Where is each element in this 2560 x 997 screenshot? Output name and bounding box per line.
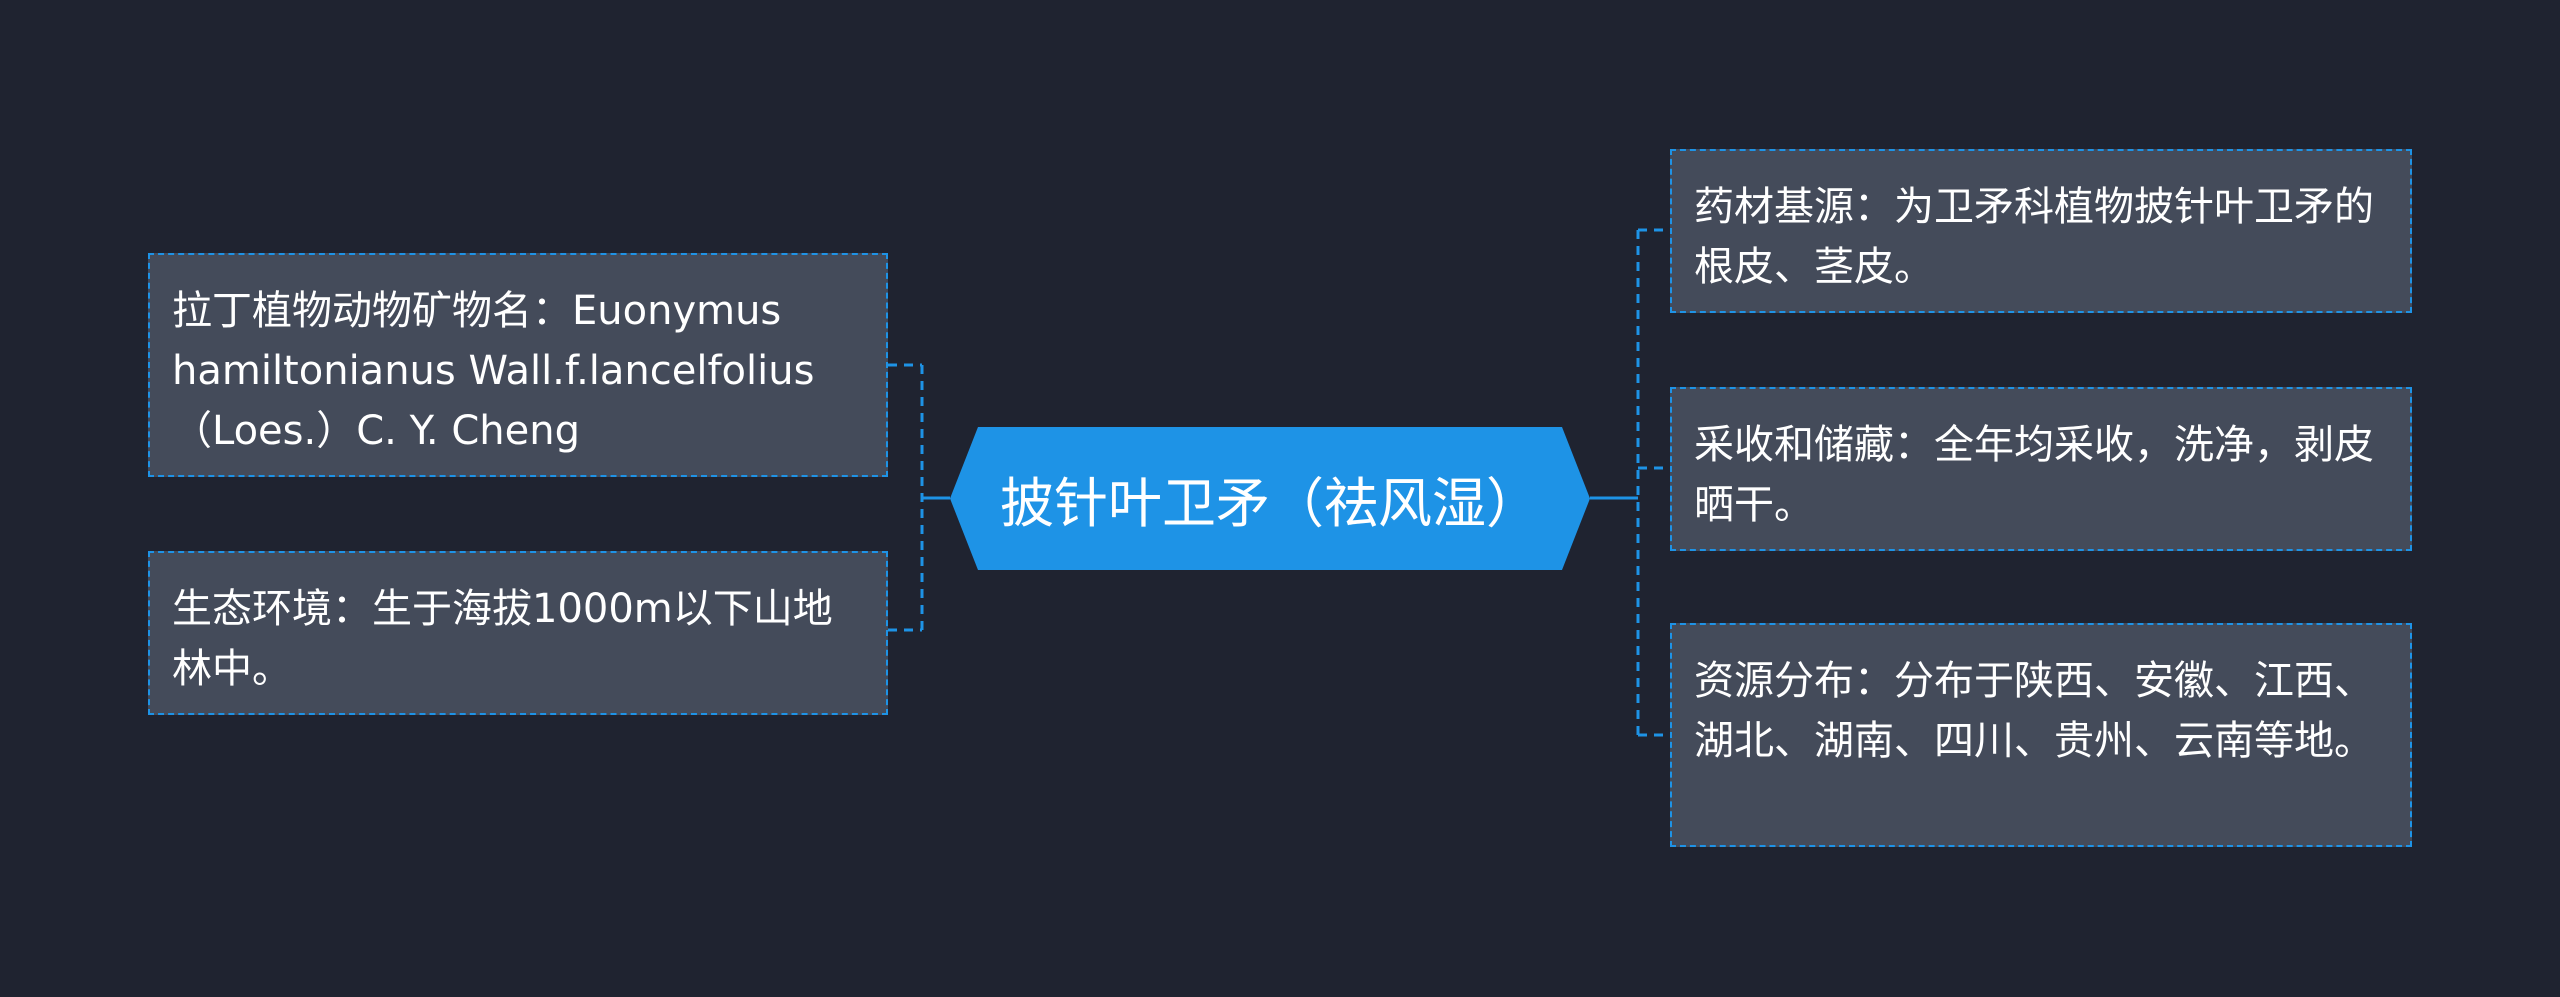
root-topic-label: 披针叶卫矛（祛风湿） [1000, 472, 1540, 535]
left-topic-latin-name-text: 拉丁植物动物矿物名：Euonymus hamiltonianus Wall.f.… [172, 288, 815, 454]
right-topic-source[interactable]: 药材基源：为卫矛科植物披针叶卫矛的根皮、茎皮。 [1670, 149, 2412, 313]
left-topic-habitat-text: 生态环境：生于海拔1000m以下山地林中。 [172, 586, 833, 692]
root-topic[interactable]: 披针叶卫矛（祛风湿） [950, 427, 1590, 570]
left-topic-habitat[interactable]: 生态环境：生于海拔1000m以下山地林中。 [148, 551, 888, 715]
right-topic-distribution[interactable]: 资源分布：分布于陕西、安徽、江西、湖北、湖南、四川、贵州、云南等地。 [1670, 623, 2412, 847]
right-topic-harvest-storage[interactable]: 采收和储藏：全年均采收，洗净，剥皮晒干。 [1670, 387, 2412, 551]
right-topic-source-text: 药材基源：为卫矛科植物披针叶卫矛的根皮、茎皮。 [1694, 184, 2374, 290]
right-topic-harvest-storage-text: 采收和储藏：全年均采收，洗净，剥皮晒干。 [1694, 422, 2374, 528]
left-topic-latin-name[interactable]: 拉丁植物动物矿物名：Euonymus hamiltonianus Wall.f.… [148, 253, 888, 477]
right-topic-distribution-text: 资源分布：分布于陕西、安徽、江西、湖北、湖南、四川、贵州、云南等地。 [1694, 658, 2374, 764]
